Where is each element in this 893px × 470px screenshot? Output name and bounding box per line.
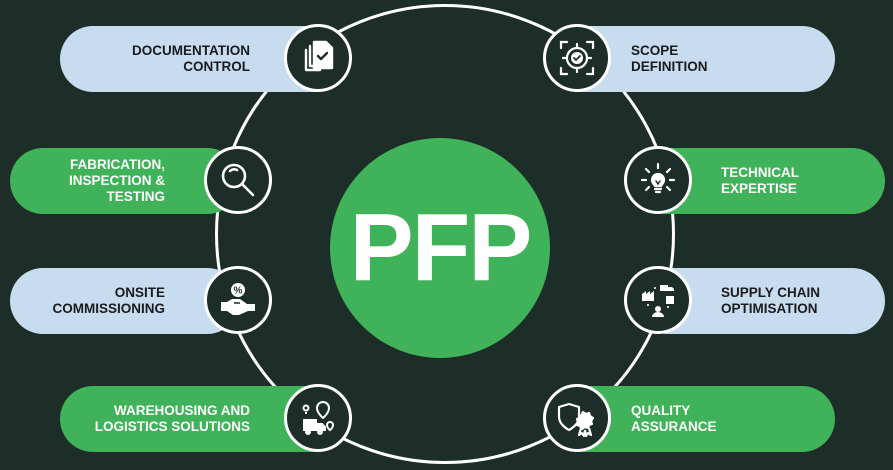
item-onsite-commissioning: ONSITE COMMISSIONING: [10, 268, 240, 334]
delivery-location-icon: [284, 384, 352, 452]
item-label: SUPPLY CHAIN OPTIMISATION: [721, 285, 821, 316]
item-fabrication-inspection-testing: FABRICATION, INSPECTION & TESTING: [10, 148, 240, 214]
center-title: PFP: [349, 194, 533, 301]
target-check-icon: [543, 24, 611, 92]
item-label: SCOPE DEFINITION: [631, 43, 708, 74]
quality-badge-icon: [543, 384, 611, 452]
supply-chain-icon: [624, 266, 692, 334]
handshake-percent-icon: %: [204, 266, 272, 334]
item-label: FABRICATION, INSPECTION & TESTING: [68, 157, 165, 204]
item-label: DOCUMENTATION CONTROL: [132, 43, 250, 74]
item-label: ONSITE COMMISSIONING: [52, 285, 165, 316]
svg-text:%: %: [234, 286, 243, 297]
documents-check-icon: [284, 24, 352, 92]
magnifier-icon: [204, 146, 272, 214]
item-label: WAREHOUSING AND LOGISTICS SOLUTIONS: [94, 403, 250, 434]
item-label: QUALITY ASSURANCE: [631, 403, 717, 434]
outer-ring: [215, 4, 675, 464]
item-label: TECHNICAL EXPERTISE: [721, 165, 799, 196]
center-circle: PFP: [330, 138, 550, 358]
lightbulb-icon: [624, 146, 692, 214]
